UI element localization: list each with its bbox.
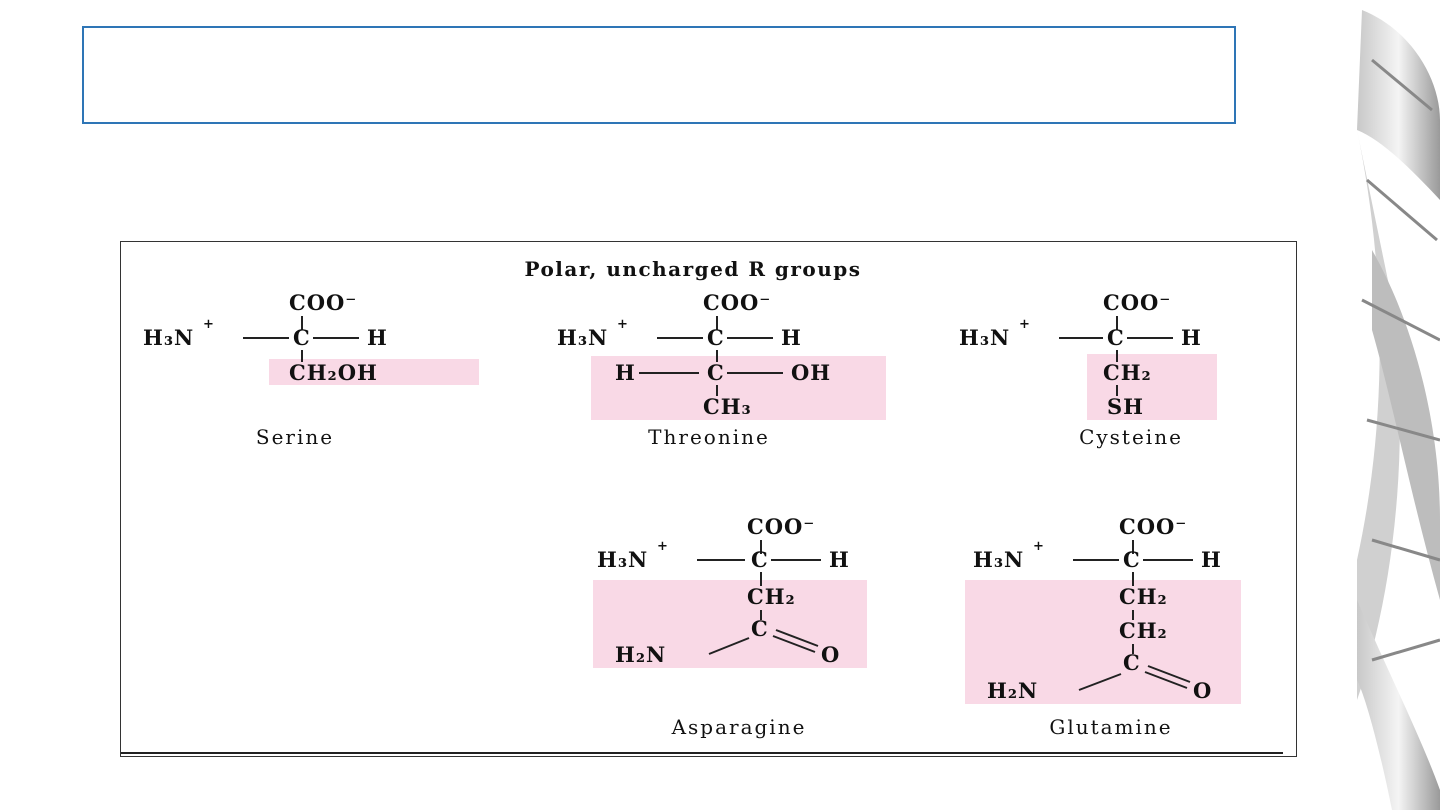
glutamine-r-amide: H₂N	[987, 678, 1038, 703]
asparagine-structure: COO⁻ H₃N + C H CH₂ C H₂N O Asparagine	[593, 514, 867, 739]
asparagine-amine: H₃N	[597, 547, 648, 572]
cysteine-hydrogen: H	[1181, 325, 1202, 350]
cysteine-structure: COO⁻ H₃N + C H CH₂ SH Cysteine	[959, 290, 1217, 449]
cysteine-carboxylate: COO⁻	[1103, 290, 1171, 315]
asparagine-r-oxygen: O	[821, 642, 840, 667]
glutamine-carboxylate: COO⁻	[1119, 514, 1187, 539]
serine-amine: H₃N	[143, 325, 194, 350]
asparagine-r-group-highlight	[593, 580, 867, 668]
glutamine-hydrogen: H	[1201, 547, 1222, 572]
glutamine-label: Glutamine	[1049, 715, 1172, 739]
glutamine-r-carbonyl-carbon: C	[1123, 650, 1141, 675]
glutamine-amine: H₃N	[973, 547, 1024, 572]
threonine-r-group-highlight	[591, 356, 886, 420]
cysteine-amine: H₃N	[959, 325, 1010, 350]
glutamine-r-group-highlight	[965, 580, 1241, 704]
cysteine-label: Cysteine	[1079, 425, 1183, 449]
cysteine-r-methylene: CH₂	[1103, 360, 1152, 385]
cysteine-alpha-carbon: C	[1107, 325, 1125, 350]
serine-hydrogen: H	[367, 325, 388, 350]
amino-acid-figure: Polar, uncharged R groups COO⁻ H₃N + C H…	[120, 241, 1297, 757]
slide-title-box[interactable]	[82, 26, 1236, 124]
threonine-r-methyl: CH₃	[703, 394, 752, 419]
asparagine-r-methylene: CH₂	[747, 584, 796, 609]
threonine-hydrogen: H	[781, 325, 802, 350]
cysteine-r-group-highlight	[1087, 354, 1217, 420]
serine-carboxylate: COO⁻	[289, 290, 357, 315]
asparagine-label: Asparagine	[671, 715, 807, 739]
threonine-amine: H₃N	[557, 325, 608, 350]
dna-helix-decoration-icon	[1357, 10, 1440, 810]
asparagine-r-amide: H₂N	[615, 642, 666, 667]
glutamine-structure: COO⁻ H₃N + C H CH₂ CH₂ C H₂N O Glutamine	[965, 514, 1241, 739]
glutamine-r-methylene-2: CH₂	[1119, 618, 1168, 643]
threonine-plus: +	[617, 317, 629, 332]
serine-plus: +	[203, 317, 215, 332]
serine-r-group: CH₂OH	[289, 360, 378, 385]
threonine-alpha-carbon: C	[707, 325, 725, 350]
serine-label: Serine	[256, 425, 334, 449]
threonine-label: Threonine	[648, 425, 770, 449]
threonine-structure: COO⁻ H₃N + C H H C OH CH₃ Threonine	[557, 290, 886, 449]
serine-structure: COO⁻ H₃N + C H CH₂OH Serine	[143, 290, 479, 449]
glutamine-r-oxygen: O	[1193, 678, 1212, 703]
glutamine-r-methylene-1: CH₂	[1119, 584, 1168, 609]
threonine-r-carbon: C	[707, 360, 725, 385]
glutamine-plus: +	[1033, 539, 1045, 554]
cysteine-plus: +	[1019, 317, 1031, 332]
threonine-carboxylate: COO⁻	[703, 290, 771, 315]
glutamine-alpha-carbon: C	[1123, 547, 1141, 572]
asparagine-r-carbonyl-carbon: C	[751, 616, 769, 641]
asparagine-alpha-carbon: C	[751, 547, 769, 572]
serine-alpha-carbon: C	[293, 325, 311, 350]
asparagine-carboxylate: COO⁻	[747, 514, 815, 539]
threonine-r-hydrogen: H	[615, 360, 636, 385]
figure-heading: Polar, uncharged R groups	[524, 257, 861, 281]
serine-r-group-highlight	[269, 359, 479, 385]
asparagine-plus: +	[657, 539, 669, 554]
cysteine-r-thiol: SH	[1107, 394, 1144, 419]
asparagine-hydrogen: H	[829, 547, 850, 572]
threonine-r-hydroxyl: OH	[791, 360, 831, 385]
